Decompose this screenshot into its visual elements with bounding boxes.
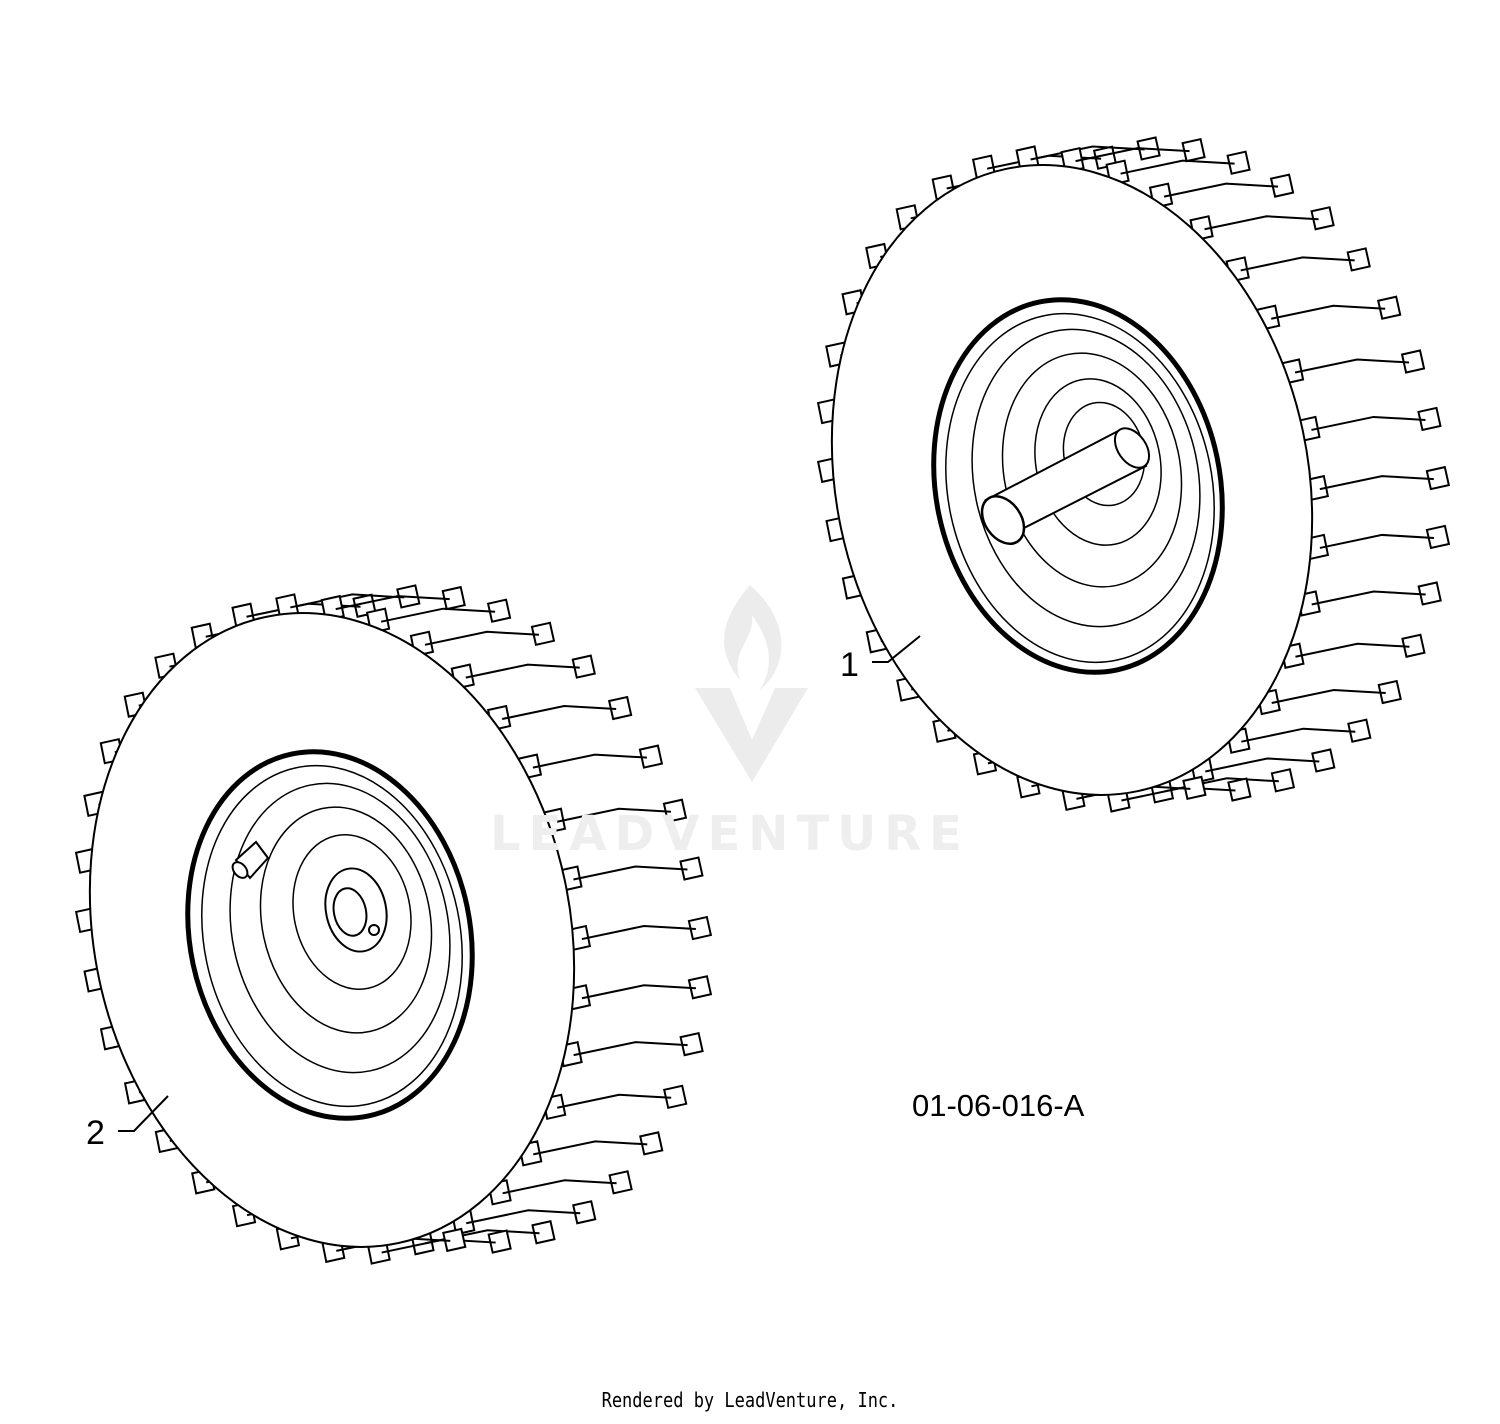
wheel-2-tread-lug <box>531 1220 556 1245</box>
wheel-2-tread-chevron <box>581 984 696 1000</box>
wheel-1-tread-chevron <box>1163 182 1279 198</box>
wheel-2-tread-chevron <box>573 865 688 881</box>
wheel-1-tread-lug <box>1417 581 1442 606</box>
callout-2[interactable]: 2 <box>86 1114 105 1152</box>
wheel-1-tread-chevron <box>1319 533 1434 549</box>
wheel-2-valve-stem <box>231 840 270 880</box>
wheel-1-tread-chevron <box>1295 642 1410 658</box>
wheel-2-tread-lug <box>639 1131 664 1156</box>
wheel-2-tread-chevron <box>465 663 580 679</box>
wheel-1-tread-lug <box>1346 247 1371 272</box>
wheel-2-tread-lug <box>687 915 713 941</box>
wheel-1-tread-lug <box>1310 206 1335 231</box>
wheel-1-tread-chevron <box>1270 304 1386 320</box>
wheel-1-tread-lug <box>1270 768 1296 793</box>
wheel-2-tread-lug <box>486 598 512 623</box>
wheel-1-tread-lug <box>1425 524 1451 550</box>
leader-line-1 <box>872 635 921 663</box>
wheel-1-tread-chevron <box>1205 757 1320 773</box>
wheel-2-tread-lug <box>572 1200 597 1225</box>
wheel-2-tread-lug <box>441 585 466 611</box>
wheel-1-tread-lug <box>1400 349 1426 374</box>
wheel-1-tread-chevron <box>1319 475 1434 491</box>
wheel-2-tread-lug <box>638 744 664 769</box>
wheel-1-tread-lug <box>1401 633 1426 658</box>
wheel-1-tread-lug <box>1377 295 1402 320</box>
wheel-2 <box>74 584 713 1265</box>
wheel-1-tread-chevron <box>1294 358 1410 374</box>
wheel-2-tread-chevron <box>335 595 450 611</box>
wheel-1-tread-chevron <box>1311 415 1426 431</box>
wheel-2-tread-lug <box>608 1170 633 1195</box>
leader-line-2 <box>118 1095 169 1132</box>
wheel-1-tread-chevron <box>1311 590 1426 606</box>
wheel-2-tread-lug <box>442 1227 467 1253</box>
figure-code: 01-06-016-A <box>912 1088 1085 1123</box>
wheel-2-tread-lug <box>607 695 633 721</box>
wheel-1-axle-shaft <box>980 427 1151 545</box>
wheel-2-tread-chevron <box>424 630 540 646</box>
wheel-2-tread-lug <box>662 798 688 823</box>
wheel-1-tread-chevron <box>1120 159 1235 175</box>
wheel-1-tread-lug <box>1347 718 1372 743</box>
wheel-2-tread-chevron <box>380 607 496 623</box>
wheel-1-tread-lug <box>1377 679 1402 705</box>
wheel-1-tread-lug <box>1227 777 1252 802</box>
wheel-1-tread-chevron <box>1241 727 1356 743</box>
leader-lines <box>118 635 921 1132</box>
wheel-1 <box>816 136 1451 813</box>
wheel-2-hub <box>324 867 388 953</box>
watermark-text: LEADVENTURE <box>490 806 970 862</box>
wheel-2-tread-chevron <box>533 1140 648 1156</box>
watermark-logo <box>695 585 808 782</box>
wheel-2-tread-lug <box>571 654 596 679</box>
wheel-2-tread-lug <box>679 856 704 881</box>
wheel-2-tread-chevron <box>532 753 647 769</box>
wheel-2-tread-chevron <box>556 807 671 823</box>
wheel-2-tread-chevron <box>502 1179 617 1195</box>
footer-credit: Rendered by LeadVenture, Inc. <box>601 1388 899 1412</box>
wheel-2-tread-chevron <box>573 1041 688 1057</box>
wheel-2-tread-lug <box>530 621 556 646</box>
wheel-1-tread-chevron <box>1204 215 1319 231</box>
wheel-1-tread-lug <box>1311 748 1336 773</box>
wheel-1-tread-lug <box>1425 465 1451 491</box>
wheel-1-tread-chevron <box>1075 147 1190 163</box>
wheel-1-tread-chevron <box>1271 689 1386 705</box>
wheel-1-tread-lug <box>1417 406 1442 432</box>
wheel-2-tread-lug <box>487 1229 512 1254</box>
wheel-1-tread-lug <box>1226 150 1251 175</box>
wheel-2-tread-chevron <box>290 593 405 609</box>
callout-1[interactable]: 1 <box>840 646 859 684</box>
wheel-2-tread-chevron <box>581 925 696 941</box>
wheel-2-tread-chevron <box>466 1209 581 1225</box>
wheel-1-tread-chevron <box>1240 256 1355 272</box>
wheel-2-tread-lug <box>687 975 713 1000</box>
wheel-1-tread-chevron <box>1030 145 1145 161</box>
wheel-2-tread-chevron <box>501 705 617 720</box>
wheel-2-tread-lug <box>663 1084 688 1109</box>
wheel-1-tread-lug <box>1182 775 1207 801</box>
wheel-2-tread-lug <box>679 1031 704 1057</box>
wheel-2-tread-chevron <box>556 1093 672 1109</box>
wheel-1-tread-lug <box>1269 173 1295 198</box>
wheel-1-tread-lug <box>1181 137 1206 163</box>
